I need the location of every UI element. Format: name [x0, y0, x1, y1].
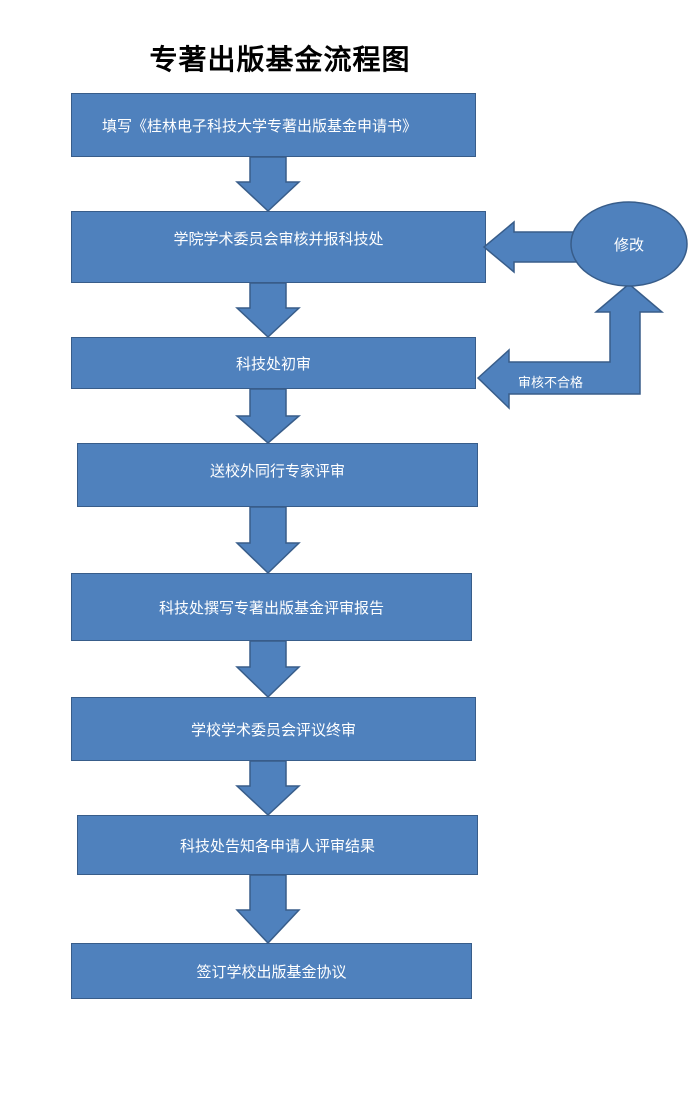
step-label: 科技处告知各申请人评审结果 [179, 836, 375, 855]
revise-label: 修改 [613, 236, 644, 254]
step-final-review: 学校学术委员会评议终审 [71, 697, 476, 761]
down-arrow [234, 388, 302, 444]
step-preliminary-review: 科技处初审 [71, 337, 476, 389]
step-label: 送校外同行专家评审 [209, 462, 345, 480]
step-external-review: 送校外同行专家评审 [77, 443, 478, 507]
step-label: 科技处初审 [235, 354, 311, 373]
step-notify-applicants: 科技处告知各申请人评审结果 [77, 815, 478, 875]
down-arrow [235, 640, 301, 699]
step-label: 科技处撰写专著出版基金评审报告 [158, 598, 384, 617]
down-arrow [235, 506, 301, 575]
step-label: 填写《桂林电子科技大学专著出版基金申请书》 [102, 116, 418, 135]
left-arrow [482, 220, 577, 274]
down-arrow [235, 282, 301, 339]
step-sign-agreement: 签订学校出版基金协议 [71, 943, 472, 999]
down-arrow [235, 874, 301, 945]
page-title: 专著出版基金流程图 [149, 43, 411, 76]
step-label: 学校学术委员会评议终审 [190, 720, 356, 739]
revise-circle [570, 201, 688, 287]
step-label: 签订学校出版基金协议 [196, 962, 347, 981]
down-arrow [235, 156, 301, 213]
step-fill-application: 填写《桂林电子科技大学专著出版基金申请书》 [71, 93, 476, 157]
down-arrow [235, 760, 301, 817]
step-label: 学院学术委员会审核并报科技处 [173, 230, 384, 248]
step-write-report: 科技处撰写专著出版基金评审报告 [71, 573, 472, 641]
reject-label: 审核不合格 [518, 376, 584, 391]
